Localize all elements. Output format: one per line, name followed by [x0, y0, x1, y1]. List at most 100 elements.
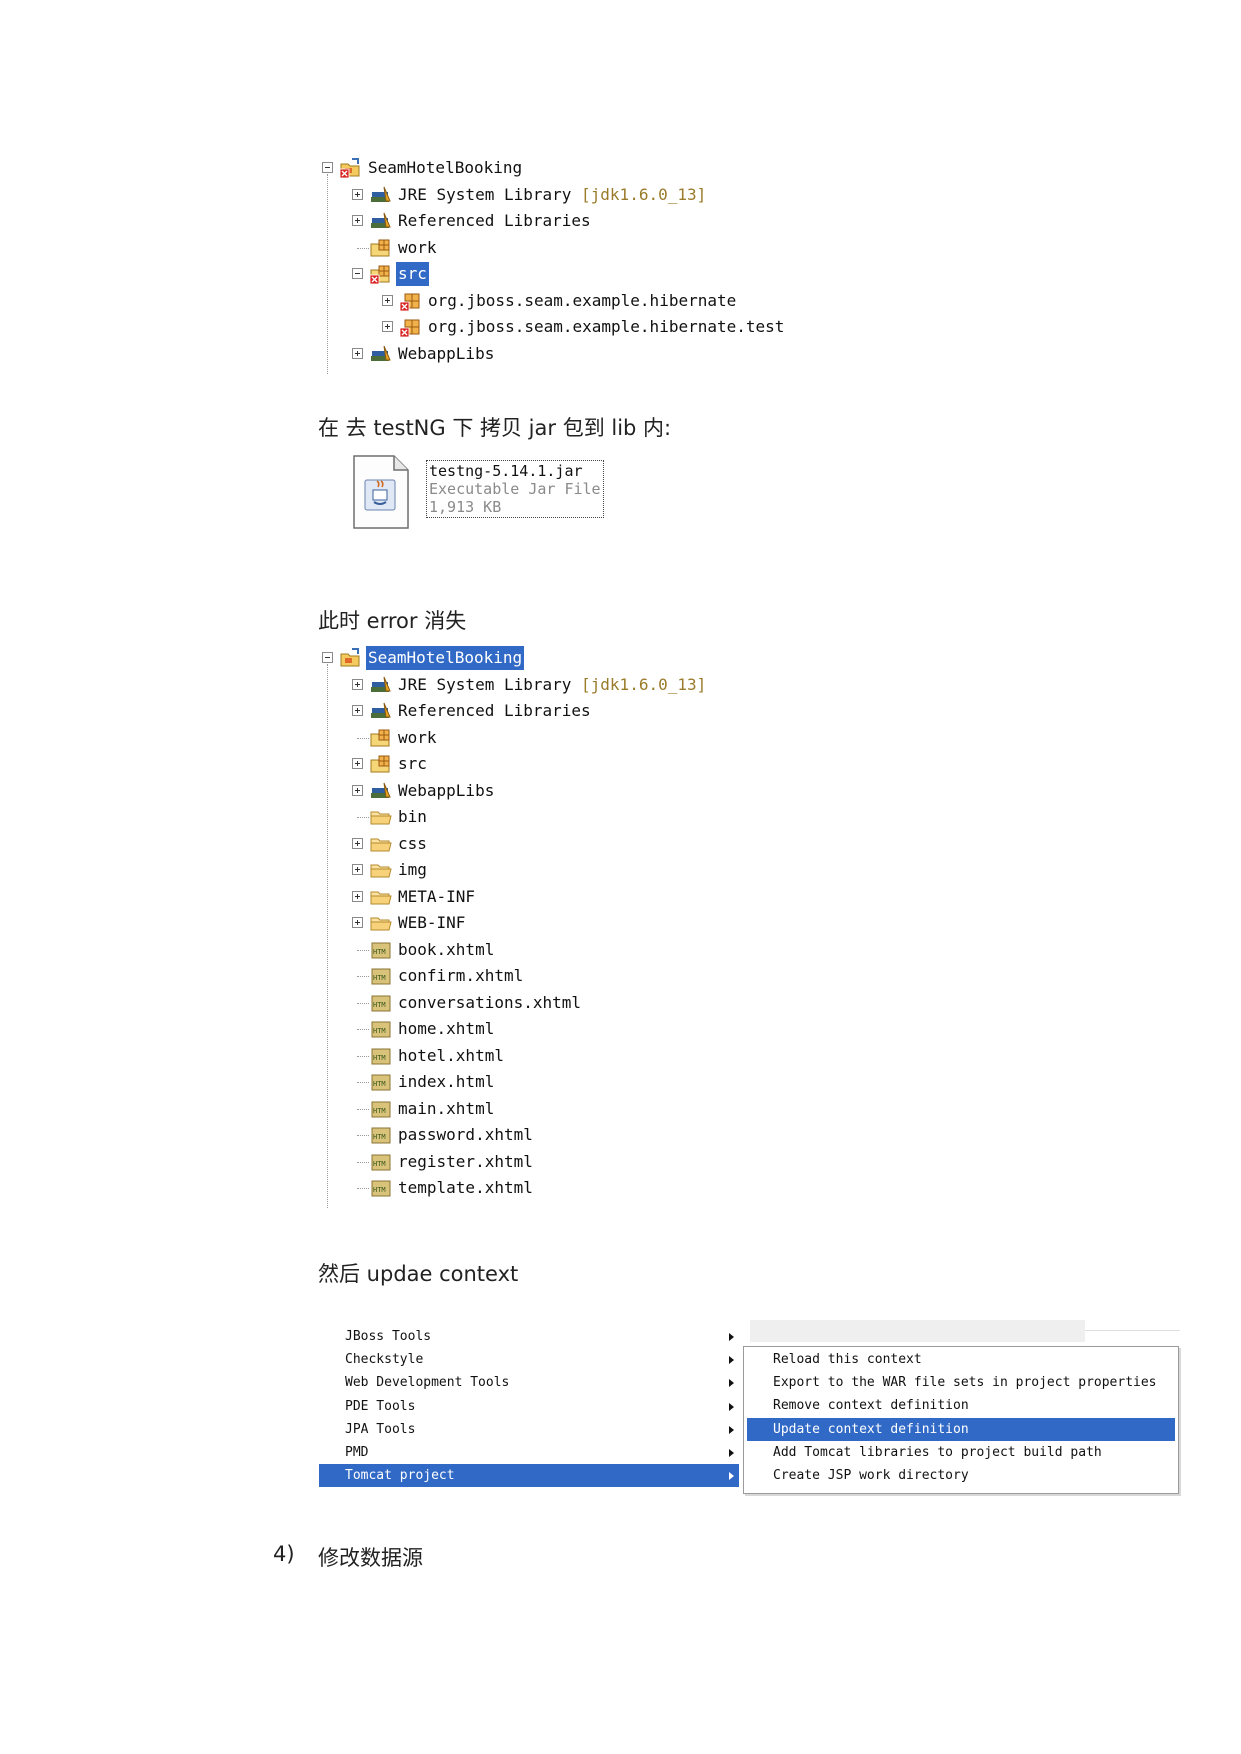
caption-error-gone: 此时 error 消失 — [318, 609, 467, 633]
collapse-toggle-icon[interactable] — [322, 162, 333, 173]
expand-toggle-icon[interactable] — [382, 321, 393, 332]
tree-item-label: WebappLibs — [396, 779, 496, 803]
jar-file-name: testng-5.14.1.jar — [429, 462, 583, 480]
tree-item-label: register.xhtml — [396, 1150, 535, 1174]
tree-item-name: Referenced Libraries — [398, 701, 591, 720]
collapse-toggle-icon[interactable] — [352, 268, 363, 279]
expand-toggle-icon[interactable] — [352, 215, 363, 226]
expand-toggle-icon[interactable] — [352, 705, 363, 716]
tree-item-name: index.html — [398, 1072, 495, 1091]
package-folder-icon — [370, 238, 392, 258]
menu-item-label: Remove context definition — [773, 1398, 969, 1414]
submenu-arrow-icon — [729, 1425, 734, 1434]
package-error-icon — [399, 291, 422, 311]
tree-item-label: Referenced Libraries — [396, 209, 593, 233]
tree-item-name: conversations.xhtml — [398, 992, 582, 1012]
html-file-icon: HTM — [370, 993, 392, 1013]
tree-item-name: css — [398, 833, 427, 853]
tree-item-name: WebappLibs — [398, 343, 495, 363]
menu-item-label: PMD — [345, 1445, 369, 1460]
tree-item-label: home.xhtml — [396, 1017, 496, 1041]
tree-item-name: img — [398, 860, 427, 879]
menu-item[interactable]: Tomcat project — [319, 1464, 739, 1488]
source-folder-icon — [370, 754, 392, 774]
tree-connector — [357, 1161, 369, 1163]
expand-toggle-icon[interactable] — [352, 837, 363, 849]
tree-item-label: book.xhtml — [396, 938, 496, 962]
svg-text:HTM: HTM — [373, 1186, 386, 1194]
tree-guide-line — [327, 174, 328, 374]
tree-item-name: JRE System Library — [398, 674, 572, 694]
java-jar-icon[interactable] — [352, 454, 410, 530]
tree-item-label: SeamHotelBooking — [366, 156, 524, 180]
tree-connector — [357, 949, 369, 951]
menu-item-label: Reload this context — [773, 1352, 922, 1367]
html-file-icon: HTM — [370, 966, 392, 986]
library-icon — [370, 675, 392, 695]
expand-toggle-icon[interactable] — [352, 347, 363, 359]
jar-file-details[interactable]: testng-5.14.1.jar Executable Jar File 1,… — [426, 460, 604, 518]
menu-item[interactable]: Web Development Tools — [319, 1371, 739, 1394]
expand-toggle-icon[interactable] — [352, 758, 363, 769]
expand-toggle-icon[interactable] — [352, 188, 363, 200]
menu-item[interactable]: JPA Tools — [319, 1418, 739, 1441]
tree-item-name: password.xhtml — [398, 1125, 533, 1144]
html-file-icon: HTM — [370, 1099, 392, 1119]
expand-toggle-icon[interactable] — [352, 864, 363, 875]
tree-item-name: Referenced Libraries — [398, 211, 591, 230]
menu-item[interactable]: Checkstyle — [319, 1348, 739, 1371]
tree-item-label: index.html — [396, 1070, 496, 1094]
folder-icon — [370, 887, 392, 907]
tree-item-name: work — [398, 727, 437, 747]
folder-icon — [370, 913, 392, 933]
menu-item-label: Export to the WAR file sets in project p… — [773, 1375, 1157, 1391]
expand-toggle-icon[interactable] — [382, 294, 393, 306]
caption-update-context: 然后 updae context — [318, 1262, 519, 1286]
tree-item-label: META-INF — [396, 885, 477, 909]
svg-text:HTM: HTM — [373, 1001, 386, 1009]
menu-item[interactable]: Reload this context — [747, 1348, 1175, 1371]
tree-item-label: src — [396, 752, 429, 776]
library-icon — [370, 781, 392, 801]
expand-toggle-icon[interactable] — [352, 678, 363, 690]
menu-item[interactable]: PDE Tools — [319, 1395, 739, 1418]
menu-item[interactable]: Update context definition — [747, 1417, 1175, 1441]
library-icon — [370, 701, 392, 721]
expand-toggle-icon[interactable] — [352, 890, 363, 902]
svg-text:HTM: HTM — [373, 1133, 386, 1141]
tree-item-decoration: [jdk1.6.0_13] — [571, 184, 707, 204]
tree-connector — [357, 976, 369, 977]
tree-connector — [357, 1135, 369, 1136]
menu-item[interactable]: Export to the WAR file sets in project p… — [747, 1371, 1175, 1394]
tree-item-name: bin — [398, 807, 427, 826]
tree-item-label: bin — [396, 805, 429, 829]
tree-item-name: org.jboss.seam.example.hibernate.test — [428, 317, 785, 336]
menu-item-label: JBoss Tools — [345, 1329, 432, 1344]
menu-item-label: Update context definition — [773, 1421, 969, 1437]
tree-item-label: conversations.xhtml — [396, 991, 583, 1015]
collapse-toggle-icon[interactable] — [322, 652, 333, 663]
menu-item[interactable]: Remove context definition — [747, 1394, 1175, 1417]
jar-file-size: 1,913 KB — [429, 498, 502, 516]
project-icon — [340, 648, 362, 668]
tree-item-name: SeamHotelBooking — [368, 158, 523, 177]
tree-item-name: SeamHotelBooking — [368, 648, 523, 667]
tree-item-label: WebappLibs — [396, 342, 496, 366]
svg-text:HTM: HTM — [373, 948, 386, 956]
tree-item-label: img — [396, 858, 429, 882]
menu-item[interactable]: Create JSP work directory — [747, 1464, 1175, 1487]
menu-item[interactable]: JBoss Tools — [319, 1325, 739, 1348]
menu-item[interactable]: PMD — [319, 1441, 739, 1464]
menu-item[interactable]: Add Tomcat libraries to project build pa… — [747, 1441, 1175, 1464]
tree-item-name: book.xhtml — [398, 939, 495, 959]
expand-toggle-icon[interactable] — [352, 917, 363, 928]
svg-text:HTM: HTM — [373, 1160, 386, 1168]
tree-item-label: confirm.xhtml — [396, 964, 525, 988]
tree-item-name: register.xhtml — [398, 1151, 533, 1171]
jar-file-type: Executable Jar File — [429, 480, 601, 498]
submenu-arrow-icon — [729, 1449, 734, 1457]
folder-icon — [370, 807, 392, 827]
submenu-arrow-icon — [729, 1333, 734, 1341]
tree-item-name: org.jboss.seam.example.hibernate — [428, 290, 737, 310]
expand-toggle-icon[interactable] — [352, 784, 363, 796]
